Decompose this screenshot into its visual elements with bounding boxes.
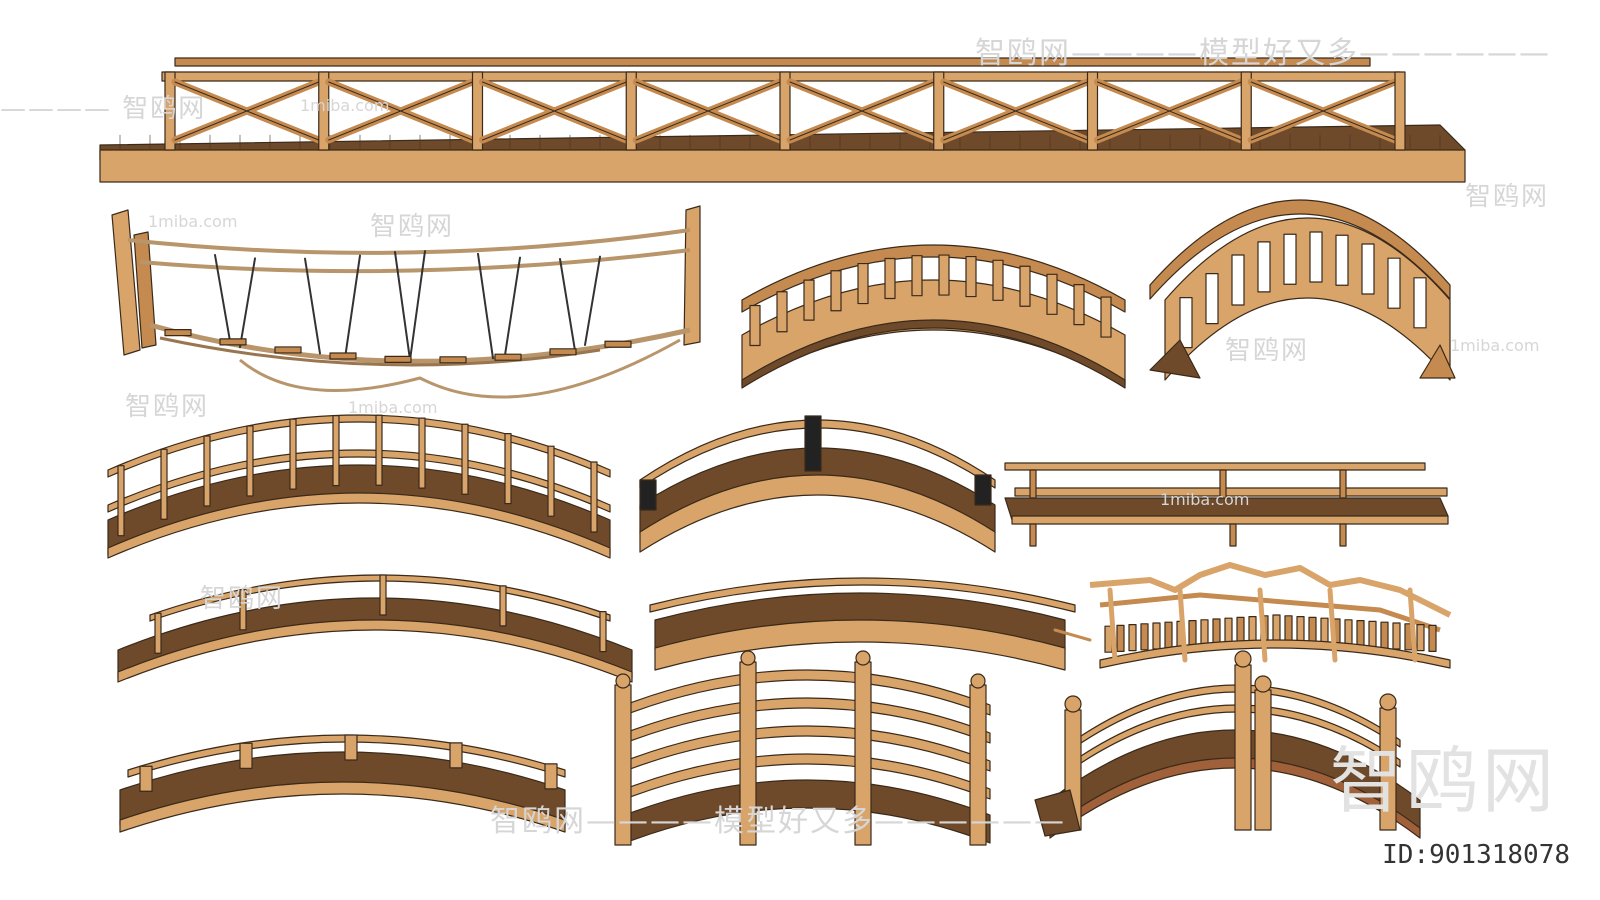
rustic-log-bridge (1089, 562, 1452, 669)
post-rail-arched-bridge (614, 650, 991, 846)
arched-single-rail-bridge (639, 415, 996, 553)
watermark-site: 1miba.com (148, 212, 238, 231)
watermark-brand-short: 智鸥网 (200, 584, 285, 614)
watermark-big-logo: 智鸥网 (1330, 739, 1559, 823)
watermark-brand-short: 智鸥网 (125, 392, 210, 422)
arched-deck-bridge-a (117, 574, 633, 683)
watermark-site: 1miba.com (300, 96, 390, 115)
arched-deck-bridge-b (649, 577, 1092, 671)
watermark-brand-short: 智鸥网 (370, 212, 455, 242)
watermark-site: 1miba.com (1450, 336, 1540, 355)
arched-slat-bridge-small (741, 244, 1126, 389)
flat-rail-bridge (1004, 462, 1449, 547)
watermark-brand-long: 智鸥网————模型好又多—————— (490, 804, 1066, 839)
watermark-site: 1miba.com (1160, 490, 1250, 509)
watermark-brand-dashed: ———— 智鸥网 (0, 94, 207, 124)
arched-deck-bridge-c (119, 734, 566, 833)
watermark-site: 1miba.com (348, 398, 438, 417)
truss-bridge (99, 57, 1466, 183)
arched-slat-bridge-tall (1149, 199, 1456, 381)
ornate-post-arched-bridge (1034, 650, 1421, 839)
arched-double-rail-bridge (107, 414, 611, 559)
watermark-brand-long: 智鸥网————模型好又多—————— (975, 36, 1551, 71)
watermark-brand-short: 智鸥网 (1225, 336, 1310, 366)
rope-suspension-bridge (111, 205, 701, 399)
watermark-brand-short: 智鸥网 (1465, 182, 1550, 212)
model-id-label: ID:901318078 (1378, 840, 1574, 870)
